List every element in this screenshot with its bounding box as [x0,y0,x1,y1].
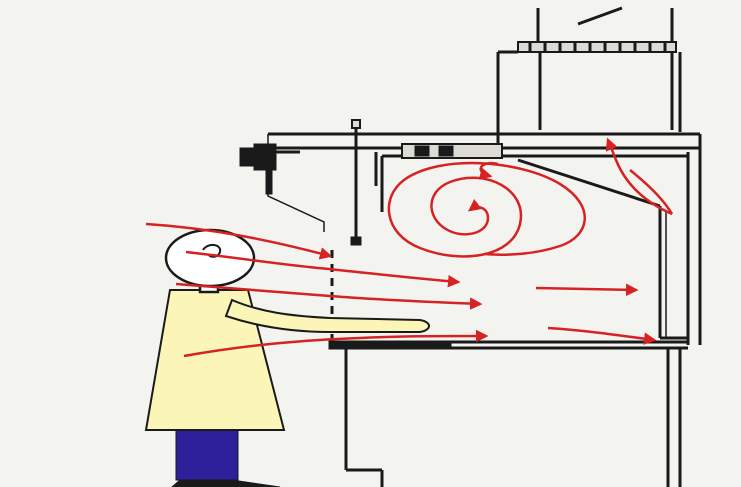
operator-trousers [176,428,238,480]
